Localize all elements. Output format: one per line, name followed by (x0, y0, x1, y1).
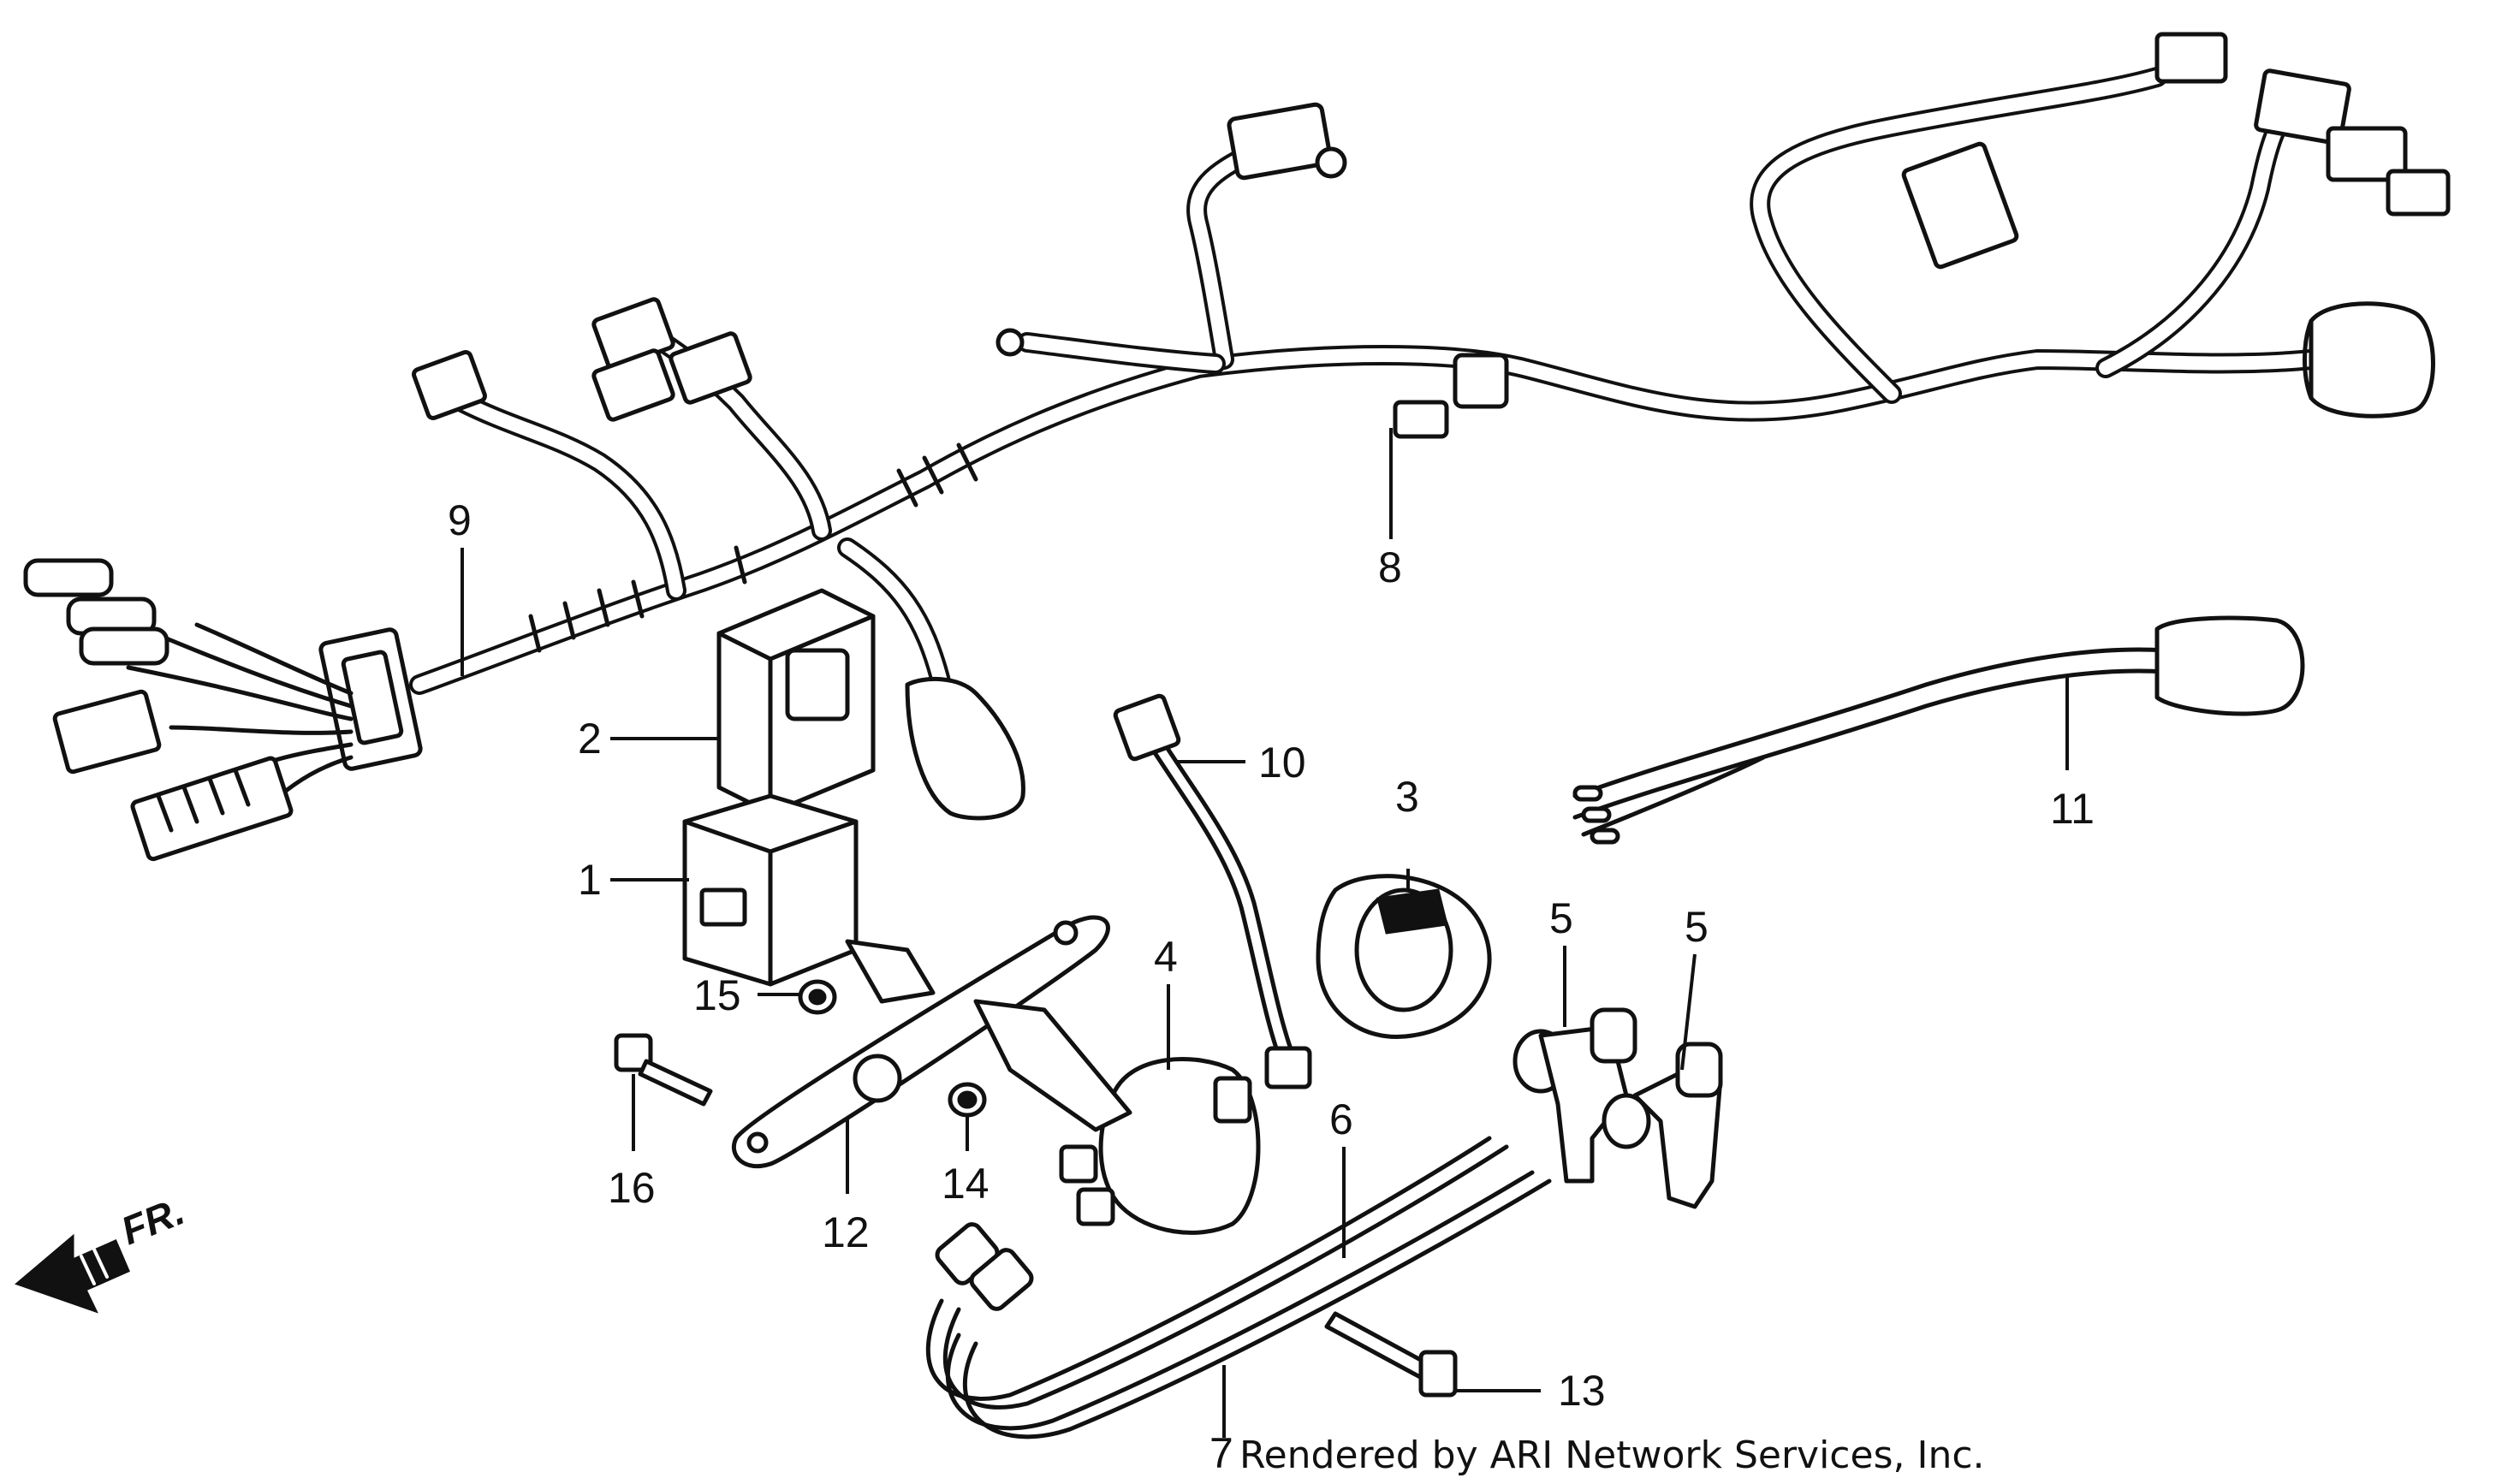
front-direction-arrow: FR. (15, 1188, 190, 1314)
callout-6: 6 (1329, 1095, 1353, 1143)
callout-11: 11 (2050, 785, 2095, 833)
callout-3: 3 (1395, 773, 1419, 821)
part-11-lead (1572, 615, 2305, 845)
part-12-bracket (731, 915, 1110, 1169)
part-8-clip (1393, 400, 1449, 439)
callout-16: 16 (608, 1164, 656, 1212)
main-wire-harness (23, 32, 2451, 862)
part-6-7-leads (925, 1136, 1552, 1439)
render-credit: Rendered by ARI Network Services, Inc. (1239, 1434, 1985, 1477)
callout-7: 7 (1209, 1429, 1233, 1477)
part-15-nut (798, 979, 837, 1015)
part-1-module (682, 793, 859, 987)
callout-numbers: 1 2 3 4 5 5 6 7 8 9 10 11 12 13 14 15 16 (448, 496, 2095, 1477)
callout-12: 12 (822, 1208, 870, 1256)
front-arrow-icon (15, 1233, 130, 1314)
condenser-cap (905, 676, 1025, 821)
callout-5b: 5 (1685, 903, 1709, 951)
callout-1: 1 (578, 856, 602, 904)
part-14-nut (948, 1082, 987, 1118)
part-16-bolt (614, 1033, 713, 1107)
callout-9: 9 (448, 496, 472, 544)
callout-15: 15 (693, 971, 741, 1019)
callout-10: 10 (1258, 739, 1306, 787)
part-4-relay (973, 999, 1261, 1235)
front-arrow-label: FR. (115, 1188, 190, 1253)
part-5-plug-cap-b (1602, 1042, 1723, 1209)
part-3-clamp (1316, 874, 1492, 1039)
part-13-bolt (1324, 1311, 1458, 1398)
callout-14: 14 (942, 1160, 990, 1208)
part-5-plug-cap-a (1512, 1007, 1637, 1184)
callout-8: 8 (1378, 543, 1402, 591)
callout-2: 2 (578, 715, 602, 763)
callout-5a: 5 (1549, 894, 1573, 942)
callout-13: 13 (1558, 1367, 1606, 1415)
leader-lines (461, 428, 2069, 1438)
callout-4: 4 (1154, 933, 1178, 981)
part-10-lead (1113, 693, 1312, 1089)
part-2-unit (716, 588, 876, 816)
